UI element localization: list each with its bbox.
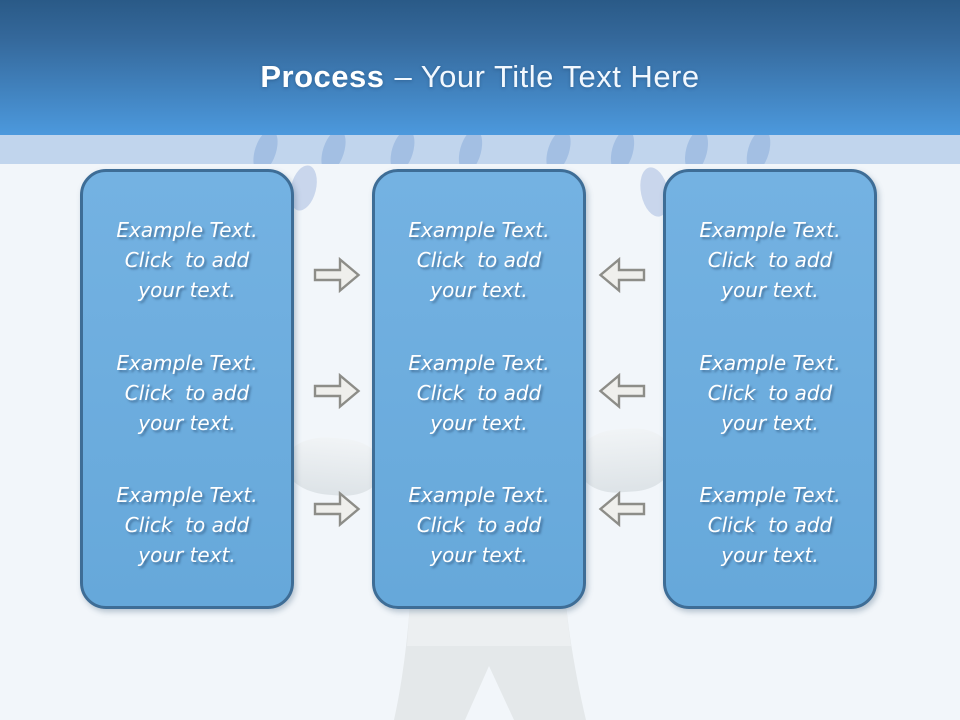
text-placeholder[interactable]: Example Text. Click to add your text. [699,350,841,435]
figure-arm-right [576,425,674,496]
text-placeholder[interactable]: Example Text. Click to add your text. [699,483,841,567]
finger-icon [248,135,283,164]
header-banner [0,0,960,135]
figure-legs [394,604,586,720]
finger-icon [606,135,639,164]
arrow-right-icon[interactable] [313,372,361,410]
finger-icon [316,135,351,164]
text-placeholder[interactable]: Example Text. Click to add your text. [116,350,258,435]
text-placeholder[interactable]: Example Text. Click to add your text. [408,218,550,302]
title-text: – Your Title Text Here [394,58,700,94]
arrow-left-icon[interactable] [598,372,646,410]
arrow-right-icon[interactable] [313,490,361,528]
text-placeholder[interactable]: Example Text. Click to add your text. [699,218,841,302]
banner-strip [0,135,960,164]
slide-title: Process – Your Title Text Here [0,0,960,135]
arrow-left-icon[interactable] [598,256,646,294]
text-placeholder[interactable]: Example Text. Click to add your text. [116,483,258,567]
text-box-panel-right[interactable]: Example Text. Click to add your text. Ex… [663,169,877,609]
title-emphasis: Process [260,58,385,94]
text-placeholder[interactable]: Example Text. Click to add your text. [116,218,258,302]
text-placeholder[interactable]: Example Text. Click to add your text. [408,350,550,435]
text-box-panel-left[interactable]: Example Text. Click to add your text. Ex… [80,169,294,609]
finger-icon [386,135,419,164]
finger-icon [541,135,576,164]
text-box-panel-center[interactable]: Example Text. Click to add your text. Ex… [372,169,586,609]
arrow-right-icon[interactable] [313,256,361,294]
finger-icon [454,135,487,164]
finger-icon [680,135,713,164]
finger-icon [742,135,775,164]
text-placeholder[interactable]: Example Text. Click to add your text. [408,483,550,567]
arrow-left-icon[interactable] [598,490,646,528]
